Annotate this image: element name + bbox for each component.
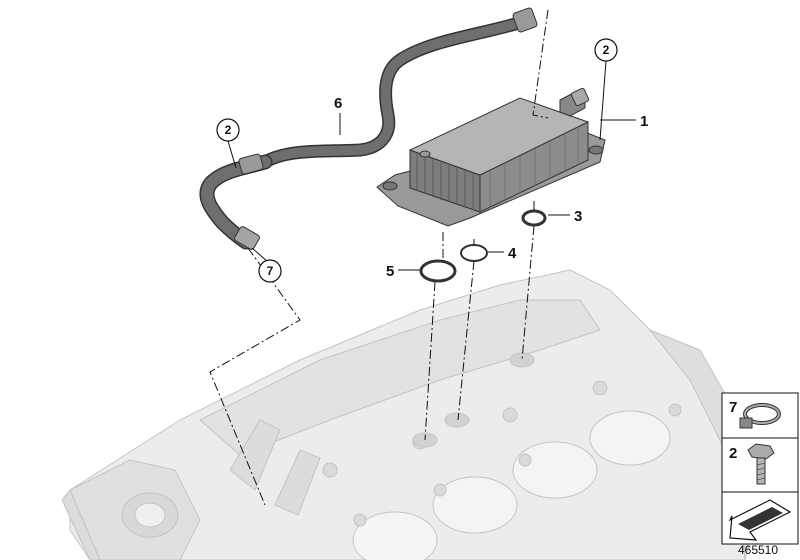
bolt-icon [747, 443, 775, 485]
callout-7-label: 7 [267, 264, 274, 278]
callout-5: 5 [386, 263, 420, 280]
callout-2-cooler: 2 [594, 38, 618, 141]
oil-cooler [376, 87, 606, 227]
legend-clamp-number: 7 [729, 399, 737, 416]
hose-clamp-icon [739, 403, 781, 429]
callout-4: 4 [488, 245, 517, 262]
alignment-lines [209, 9, 549, 506]
callout-6-label: 6 [334, 95, 342, 112]
diagram-id: 465510 [738, 543, 778, 557]
callout-2-hose-label: 2 [225, 123, 232, 137]
legend-clamp-row: 7 [729, 399, 781, 429]
callout-4-label: 4 [508, 245, 517, 262]
callout-3-label: 3 [574, 208, 582, 225]
callout-1-label: 1 [640, 113, 648, 130]
coolant-hose [199, 7, 538, 250]
callout-3: 3 [548, 208, 582, 225]
legend: 7 2 [721, 392, 799, 545]
engine-block [61, 269, 761, 560]
callout-6: 6 [334, 95, 342, 135]
seal-ring-4 [460, 244, 488, 262]
seal-ring-3 [521, 209, 547, 227]
orientation-arrow-icon [728, 499, 792, 541]
callout-5-label: 5 [386, 263, 394, 280]
legend-bolt-number: 2 [729, 445, 737, 462]
callout-7: 7 [251, 247, 282, 283]
callout-2-cooler-label: 2 [603, 43, 610, 57]
callout-1: 1 [600, 113, 648, 130]
seal-ring-5 [419, 259, 457, 283]
legend-bolt-row: 2 [729, 443, 775, 485]
callout-2-hose: 2 [216, 118, 240, 169]
